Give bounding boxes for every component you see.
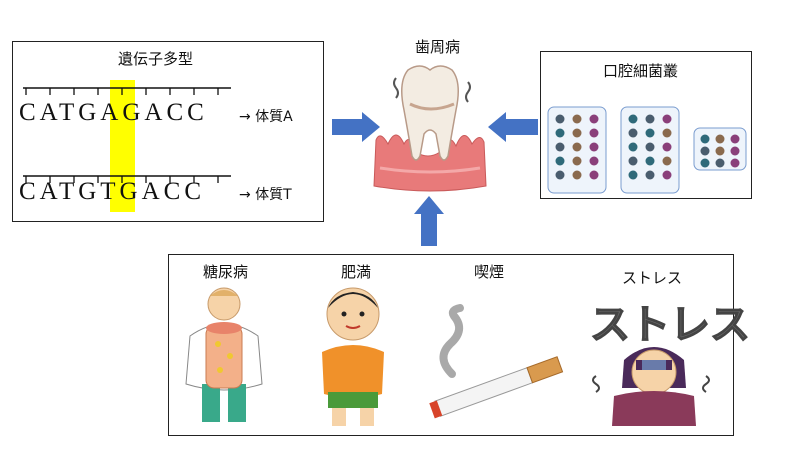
obesity-illustration	[322, 287, 384, 426]
oral-microbiome-title: 口腔細菌叢	[603, 62, 679, 80]
bacteria-cluster-1	[547, 106, 607, 194]
cigarette-illustration	[429, 304, 564, 419]
stress-illustration: ストレス	[589, 301, 751, 426]
factor-stress-label: ストレス	[622, 269, 683, 287]
genetic-polymorphism-box: 遺伝子多型 CATGAGACC → 体質A CATGTGACC → 体質T	[12, 41, 324, 222]
phenotype-a-label: → 体質A	[239, 109, 293, 125]
periodontal-tooth-illustration	[373, 65, 487, 192]
dna-sequence-1: CATGAGACC	[19, 99, 208, 126]
genetic-polymorphism-title: 遺伝子多型	[118, 50, 194, 68]
factor-obesity-label: 肥満	[341, 263, 372, 281]
svg-text:ストレス: ストレス	[590, 302, 750, 348]
diabetes-illustration	[185, 287, 263, 422]
snp-highlight	[110, 80, 135, 212]
phenotype-t-label: → 体質T	[239, 187, 292, 203]
arrow-from-bacteria	[488, 112, 538, 142]
factor-smoking-label: 喫煙	[474, 263, 505, 281]
arrow-from-genetics	[332, 112, 380, 142]
dna-strand-1	[23, 87, 231, 183]
dna-sequence-2: CATGTGACC	[19, 178, 206, 205]
periodontal-disease-title: 歯周病	[415, 38, 461, 56]
arrow-from-lifestyle	[414, 196, 444, 246]
factor-diabetes-label: 糖尿病	[203, 263, 249, 281]
bacteria-cluster-3	[693, 127, 747, 171]
bacteria-cluster-2	[620, 106, 680, 194]
